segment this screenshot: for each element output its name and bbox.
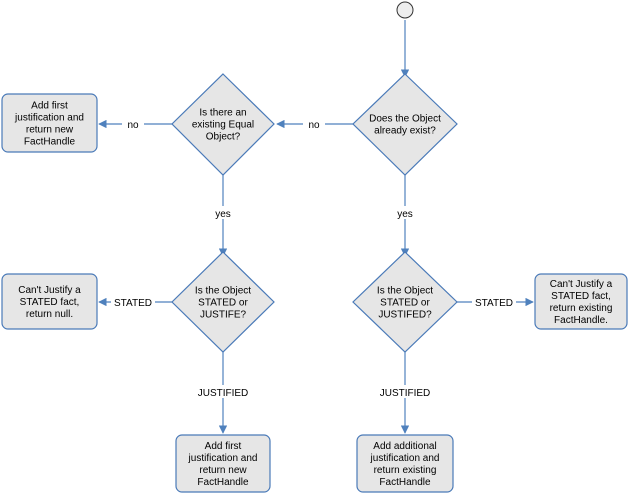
edge-label-stated-left: STATED <box>114 298 152 309</box>
box-cant-justify-left <box>1 273 98 330</box>
node-label-line: return null. <box>26 309 73 320</box>
node-label-line: FactHandle. <box>554 315 608 326</box>
node-label-line: return existing <box>550 303 613 314</box>
box-add-first-bottom <box>175 434 271 493</box>
decision-stated-left <box>171 251 275 353</box>
edge-label-equal-to-add-first: no <box>127 120 139 131</box>
node-label-line: Does the Object <box>369 114 441 125</box>
edge-label-exist-to-equal: no <box>308 120 320 131</box>
node-label-line: STATED fact, <box>20 297 80 308</box>
node-label-line: FactHandle <box>197 477 249 488</box>
node-label-line: justification and <box>14 113 84 124</box>
node-label-line: Add first <box>31 101 68 112</box>
box-add-first-top <box>1 93 98 153</box>
node-label-line: Add first <box>205 441 242 452</box>
node-label-line: STATED or <box>198 298 248 309</box>
node-label-line: FactHandle <box>24 137 76 148</box>
edge-label-justified-right: JUSTIFIED <box>380 388 431 399</box>
node-label-line: JUSTIFED? <box>378 310 432 321</box>
box-cant-justify-right <box>534 273 628 330</box>
node-label-line: already exist? <box>374 126 436 137</box>
edge-label-equal-yes: yes <box>215 209 231 220</box>
node-label-line: existing Equal <box>192 120 254 131</box>
edge-label-exist-yes: yes <box>397 209 413 220</box>
node-label-line: STATED fact, <box>551 291 611 302</box>
node-label-line: Is there an <box>199 108 246 119</box>
node-label-line: JUSTIFE? <box>200 310 247 321</box>
node-label-line: Is the Object <box>195 286 251 297</box>
decision-stated-right <box>352 251 458 353</box>
decision-equal-object <box>171 73 275 176</box>
node-label-line: Add additional <box>373 441 436 452</box>
node-label-line: Is the Object <box>377 286 433 297</box>
edge-label-stated-right: STATED <box>475 298 513 309</box>
node-label-line: STATED or <box>380 298 430 309</box>
start-node <box>396 1 414 19</box>
node-label-line: Can't Justify a <box>18 285 81 296</box>
node-label-line: Object? <box>206 132 241 143</box>
decision-object-exists <box>352 73 458 176</box>
node-label-line: return existing <box>374 465 437 476</box>
edges: no no yes yes STATED STATED JUSTIFIED JU… <box>98 20 534 434</box>
box-add-additional <box>356 434 454 493</box>
node-label-line: justification and <box>188 453 258 464</box>
node-label-line: justification and <box>370 453 440 464</box>
node-label-line: Can't Justify a <box>550 279 613 290</box>
edge-label-justified-left: JUSTIFIED <box>198 388 249 399</box>
node-label-line: return new <box>26 125 74 136</box>
node-label-line: FactHandle <box>379 477 431 488</box>
node-label-line: return new <box>199 465 247 476</box>
